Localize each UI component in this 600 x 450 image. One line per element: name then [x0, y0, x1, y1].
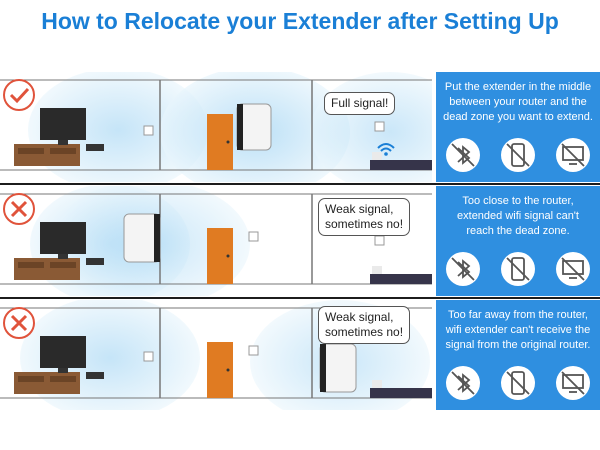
signal-bubble: Weak signal, sometimes no! [318, 306, 411, 344]
room-illustration [0, 186, 432, 296]
room-illustration [0, 72, 432, 182]
row-too-close: Weak signal, sometimes no! Too close to … [0, 186, 600, 296]
bluetooth-off-icon [444, 136, 482, 179]
monitor-off-icon [554, 250, 592, 293]
restriction-icons [436, 250, 600, 290]
monitor-off-icon [554, 136, 592, 179]
info-description: Too close to the router, extended wifi s… [457, 195, 579, 237]
wrong-cross-icon [2, 306, 36, 345]
signal-bubble: Weak signal, sometimes no! [318, 198, 411, 236]
info-description: Too far away from the router, wifi exten… [445, 309, 591, 351]
correct-check-icon [2, 78, 36, 117]
signal-bubble: Full signal! [324, 92, 396, 115]
room-scene: Weak signal, sometimes no! [0, 300, 432, 410]
phone-off-icon [499, 250, 537, 293]
room-scene: Full signal! [0, 72, 432, 182]
wrong-cross-icon [2, 192, 36, 231]
restriction-icons [436, 364, 600, 404]
phone-off-icon [499, 136, 537, 179]
row-divider [0, 183, 600, 185]
page-title: How to Relocate your Extender after Sett… [41, 8, 559, 34]
row-divider [0, 297, 600, 299]
info-panel: Too far away from the router, wifi exten… [436, 300, 600, 410]
row-correct-placement: Full signal! Put the extender in the mid… [0, 72, 600, 182]
monitor-off-icon [554, 364, 592, 407]
phone-off-icon [499, 364, 537, 407]
room-scene: Weak signal, sometimes no! [0, 186, 432, 296]
info-panel: Too close to the router, extended wifi s… [436, 186, 600, 296]
info-description: Put the extender in the middle between y… [443, 81, 593, 123]
restriction-icons [436, 136, 600, 176]
row-too-far: Weak signal, sometimes no! Too far away … [0, 300, 600, 410]
bluetooth-off-icon [444, 364, 482, 407]
bluetooth-off-icon [444, 250, 482, 293]
info-panel: Put the extender in the middle between y… [436, 72, 600, 182]
